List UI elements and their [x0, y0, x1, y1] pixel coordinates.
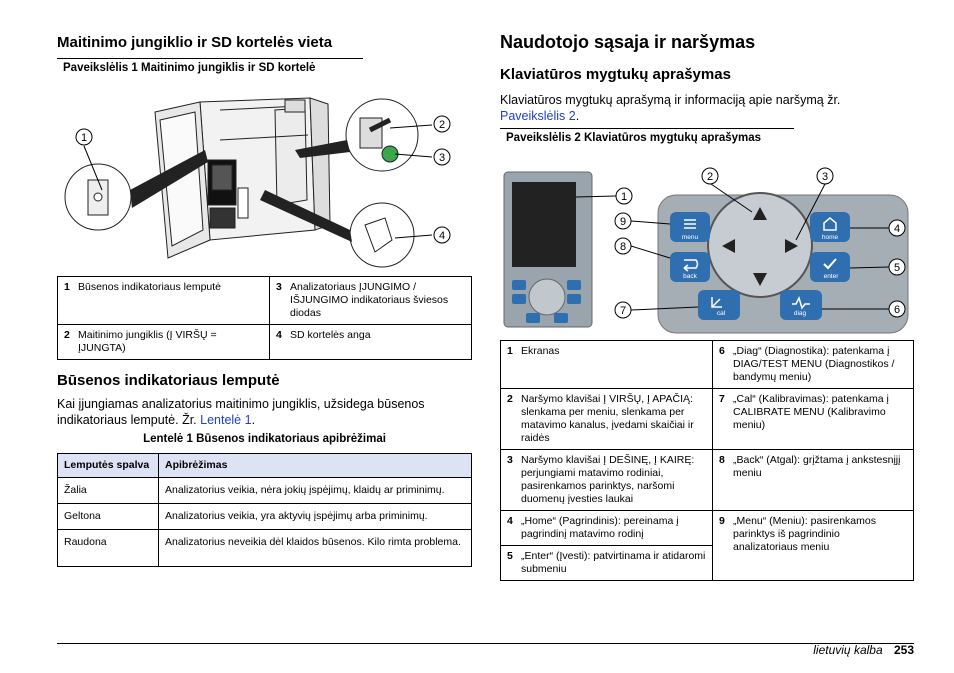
nav-up-button[interactable] — [753, 207, 767, 220]
menu-button[interactable]: menu — [670, 212, 710, 242]
menu-icon — [684, 219, 696, 229]
table-row: 5 „Enter“ (Įvesti): patvirtinama ir atid… — [500, 545, 914, 581]
page-number: 253 — [893, 643, 914, 657]
callout-7: 7 — [614, 301, 632, 319]
analyzer-figure: 1 2 3 4 — [64, 97, 451, 268]
nav-right-button[interactable] — [785, 239, 798, 253]
figure1-legend-table: 1 Būsenos indikatoriaus lemputė 3 Analiz… — [57, 276, 472, 360]
figure2-link[interactable]: Paveikslėlis 2 — [500, 109, 576, 123]
svg-text:2: 2 — [439, 119, 445, 131]
back-button[interactable]: back — [670, 252, 710, 282]
controller-thumbnail — [503, 171, 593, 328]
footer: lietuvių kalba 253 — [813, 643, 914, 657]
checkmark-icon — [823, 258, 837, 270]
cal-icon — [711, 297, 722, 308]
callout-2: 2 — [701, 167, 719, 185]
svg-text:5: 5 — [894, 262, 900, 274]
table2-caption: Lentelė 1 Būsenos indikatoriaus apibrėži… — [143, 433, 386, 445]
svg-text:cal: cal — [717, 310, 726, 317]
svg-text:7: 7 — [620, 305, 626, 317]
section-title-keypad: Klaviatūros mygtukų aprašymas — [500, 66, 731, 83]
svg-text:menu: menu — [682, 234, 699, 241]
table-row: 2 Maitinimo jungiklis (Į VIRŠŲ = ĮJUNGTA… — [57, 324, 472, 360]
keypad-intro-paragraph: Klaviatūros mygtukų aprašymą ir informac… — [500, 93, 841, 123]
svg-text:back: back — [683, 273, 697, 280]
svg-text:3: 3 — [439, 152, 445, 164]
diag-button[interactable]: diag — [780, 290, 822, 320]
svg-text:diag: diag — [794, 310, 807, 317]
diag-icon — [792, 295, 810, 310]
status-definitions-table: Lemputės spalva Apibrėžimas Žalia Analiz… — [57, 453, 472, 567]
nav-down-button[interactable] — [753, 273, 767, 286]
callout-3: 3 — [816, 167, 834, 185]
home-icon — [823, 217, 837, 231]
figure1-caption: Paveikslėlis 1 Maitinimo jungiklis ir SD… — [57, 58, 363, 74]
svg-text:1: 1 — [81, 132, 87, 144]
table-row: Žalia Analizatorius veikia, nėra jokių į… — [57, 477, 472, 504]
table-header-row: Lemputės spalva Apibrėžimas — [57, 453, 472, 478]
callout-1: 1 — [75, 128, 93, 146]
section-title-status-led: Būsenos indikatoriaus lemputė — [57, 372, 280, 389]
svg-text:home: home — [822, 234, 839, 241]
svg-text:2: 2 — [707, 171, 713, 183]
analyzer-enclosure — [154, 97, 331, 259]
table-row: 2 Naršymo klavišai Į VIRŠŲ, Į APAČIĄ: sl… — [500, 388, 914, 450]
status-led-paragraph: Kai įjungiamas analizatorius maitinimo j… — [57, 397, 425, 427]
callout-8: 8 — [614, 237, 632, 255]
nav-ring — [707, 192, 813, 298]
keypad-figure: menu back cal home enter diag 1 2 — [503, 167, 909, 334]
svg-text:1: 1 — [621, 191, 627, 203]
svg-text:6: 6 — [894, 304, 900, 316]
callout-1: 1 — [615, 187, 633, 205]
callout-3: 3 — [433, 148, 451, 166]
svg-text:9: 9 — [620, 216, 626, 228]
nav-left-button[interactable] — [722, 239, 735, 253]
table-row: 4 „Home“ (Pagrindinis): pereinama į pagr… — [500, 510, 914, 581]
table1-link[interactable]: Lentelė 1 — [200, 413, 252, 427]
back-arrow-icon — [683, 259, 699, 272]
footer-language: lietuvių kalba — [813, 643, 883, 657]
callout-4: 4 — [433, 226, 451, 244]
callout-6: 6 — [888, 300, 906, 318]
section-title-power-switch: Maitinimo jungiklio ir SD kortelės vieta — [57, 34, 333, 51]
footer-divider — [57, 643, 914, 644]
page-title: Naudotojo sąsaja ir naršymas — [500, 32, 756, 52]
enter-button[interactable]: enter — [810, 252, 850, 282]
figure2-caption: Paveikslėlis 2 Klaviatūros mygtukų apraš… — [500, 128, 794, 144]
svg-text:8: 8 — [620, 241, 626, 253]
cal-button[interactable]: cal — [698, 290, 740, 320]
svg-text:4: 4 — [894, 223, 900, 235]
table-row: Geltona Analizatorius veikia, yra aktyvi… — [57, 503, 472, 530]
svg-text:3: 3 — [822, 171, 828, 183]
table-row: 1 Būsenos indikatoriaus lemputė 3 Analiz… — [57, 276, 472, 325]
table-row: 1 Ekranas 6 „Diag“ (Diagnostika): patenk… — [500, 340, 914, 389]
table-row: 3 Naršymo klavišai Į DEŠINĘ, Į KAIRĘ: pe… — [500, 449, 914, 511]
home-button[interactable]: home — [810, 212, 850, 242]
callout-2: 2 — [433, 115, 451, 133]
svg-text:4: 4 — [439, 230, 445, 242]
svg-text:enter: enter — [824, 273, 840, 280]
figure2-legend-table: 1 Ekranas 6 „Diag“ (Diagnostika): patenk… — [500, 340, 914, 581]
callout-9: 9 — [614, 212, 632, 230]
callout-4: 4 — [888, 219, 906, 237]
table-row: Raudona Analizatorius neveikia dėl klaid… — [57, 529, 472, 567]
callout-5: 5 — [888, 258, 906, 276]
